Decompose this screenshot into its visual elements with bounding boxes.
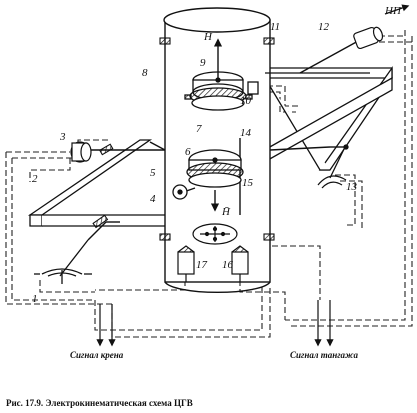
label-h-top: H̄ bbox=[203, 31, 213, 43]
part-number-15: 15 bbox=[242, 177, 254, 189]
part-number-2: 2 bbox=[32, 173, 38, 185]
part-number-11: 11 bbox=[270, 21, 280, 33]
torque-motors bbox=[177, 245, 249, 282]
part-number-10: 10 bbox=[240, 95, 252, 107]
part-number-17: 17 bbox=[196, 259, 208, 271]
part-number-8: 8 bbox=[142, 67, 148, 79]
part-number-14: 14 bbox=[240, 127, 252, 139]
motor-3 bbox=[70, 141, 92, 163]
label-signal-pitch: Сигнал тангажа bbox=[290, 350, 358, 360]
label-np: НП bbox=[384, 5, 402, 17]
part-number-16: 16 bbox=[222, 259, 234, 271]
figure-caption: Рис. 17.9. Электрокинематическая схема Ц… bbox=[6, 398, 193, 408]
roll-frame-bar bbox=[27, 139, 171, 227]
part-number-12: 12 bbox=[318, 21, 330, 33]
label-h-bottom: H̄ bbox=[221, 206, 231, 218]
part-numbers: 1 2 3 4 5 6 7 8 9 10 11 12 13 14 15 16 1… bbox=[32, 21, 358, 305]
part-number-1: 1 bbox=[32, 293, 38, 305]
pendulum-sensor bbox=[192, 223, 238, 245]
bearings bbox=[92, 37, 275, 241]
upper-gyro bbox=[184, 38, 259, 111]
part-number-7: 7 bbox=[196, 123, 202, 135]
label-signal-roll: Сигнал крена bbox=[70, 350, 124, 360]
part-number-9: 9 bbox=[200, 57, 206, 69]
sensor-13 bbox=[317, 144, 349, 189]
part-number-13: 13 bbox=[346, 181, 358, 193]
part-number-6: 6 bbox=[185, 146, 191, 158]
signal-arrows bbox=[96, 4, 410, 347]
part-number-3: 3 bbox=[59, 131, 66, 143]
sensor-1 bbox=[34, 239, 92, 284]
motor-12 bbox=[353, 26, 384, 50]
part-number-5: 5 bbox=[150, 167, 156, 179]
part-number-4: 4 bbox=[150, 193, 156, 205]
lower-gyro bbox=[172, 149, 244, 212]
